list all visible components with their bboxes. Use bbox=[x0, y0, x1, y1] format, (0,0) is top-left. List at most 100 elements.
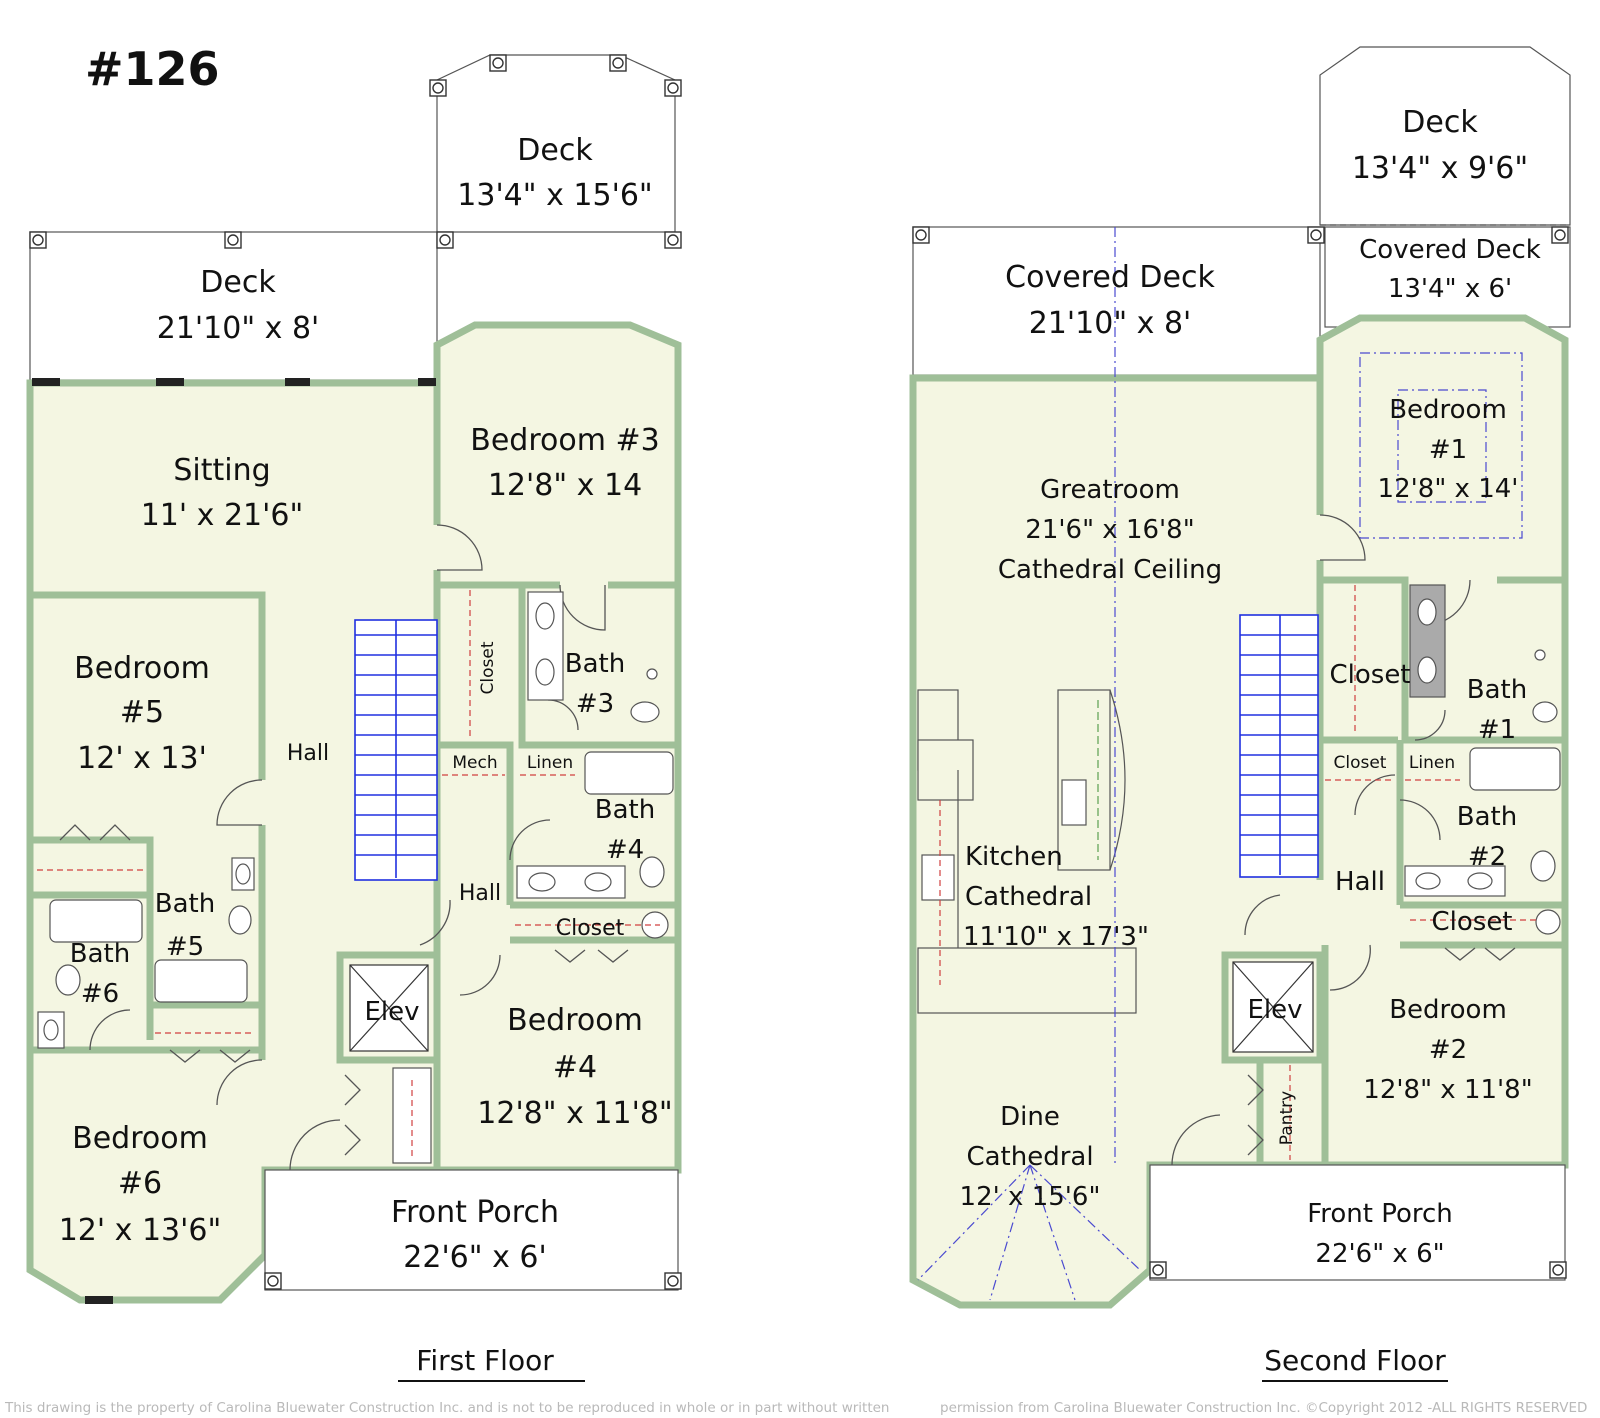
sf-kitchen-size: 11'10" x 17'3" bbox=[963, 922, 1149, 952]
ff-sitting-name: Sitting bbox=[173, 453, 270, 488]
second-floor-stairs bbox=[1239, 614, 1319, 878]
sf-linen: Linen bbox=[1409, 753, 1455, 773]
first-floor-lower-deck-outline bbox=[29, 231, 438, 381]
first-floor-stairs bbox=[354, 619, 438, 881]
second-floor-dine-bay-lines bbox=[917, 227, 1141, 1301]
ff-bedroom4-num: #4 bbox=[553, 1050, 597, 1085]
sf-kitchen-name: Kitchen bbox=[965, 842, 1063, 872]
second-floor-kitchen-counters bbox=[917, 689, 1137, 1014]
first-floor-label: First Floor bbox=[416, 1344, 554, 1377]
second-floor-covered-deck-small-outline bbox=[1324, 226, 1571, 328]
ff-deck-lower-size: 21'10" x 8' bbox=[157, 311, 320, 346]
ff-front-porch-size: 22'6" x 6' bbox=[403, 1240, 546, 1275]
second-floor-fixtures bbox=[1404, 584, 1561, 935]
sf-closet-upper: Closet bbox=[1329, 660, 1410, 690]
second-floor-dashed-lines bbox=[939, 585, 1540, 1160]
ff-bath5-name: Bath bbox=[155, 889, 215, 919]
sf-front-porch-name: Front Porch bbox=[1307, 1199, 1453, 1229]
first-floor-windows bbox=[32, 378, 436, 1304]
sf-greatroom-note: Cathedral Ceiling bbox=[998, 555, 1222, 585]
ff-bedroom6-size: 12' x 13'6" bbox=[59, 1213, 222, 1248]
sf-dine-name: Dine bbox=[1000, 1102, 1060, 1132]
sf-dine-note: Cathedral bbox=[966, 1142, 1093, 1172]
ff-deck-upper-name: Deck bbox=[517, 133, 593, 168]
ff-hall-main: Hall bbox=[287, 741, 329, 766]
sf-covered-deck-large-size: 21'10" x 8' bbox=[1029, 306, 1192, 341]
ff-elev: Elev bbox=[364, 997, 419, 1027]
first-floor-fixtures bbox=[37, 591, 674, 1164]
sf-hall: Hall bbox=[1335, 867, 1385, 897]
first-floor-closet-doors bbox=[59, 824, 629, 1156]
ff-bath3-name: Bath bbox=[565, 649, 625, 679]
sf-covered-deck-small-size: 13'4" x 6' bbox=[1388, 274, 1512, 304]
sf-bedroom2-size: 12'8" x 11'8" bbox=[1363, 1075, 1532, 1105]
ff-bath6-name: Bath bbox=[70, 939, 130, 969]
first-floor-door-swings bbox=[89, 524, 606, 1171]
bedroom1-tray-outer bbox=[1359, 352, 1523, 539]
ff-bedroom3-name: Bedroom #3 bbox=[470, 423, 659, 458]
ff-bedroom5-size: 12' x 13' bbox=[77, 741, 207, 776]
ff-bath3-num: #3 bbox=[576, 689, 614, 719]
sf-greatroom-size: 21'6" x 16'8" bbox=[1025, 515, 1194, 545]
sf-greatroom-name: Greatroom bbox=[1040, 475, 1180, 505]
ff-deck-upper-size: 13'4" x 15'6" bbox=[457, 178, 652, 213]
first-floor-front-porch-outline bbox=[264, 1169, 679, 1291]
ff-bath4-num: #4 bbox=[606, 835, 644, 865]
ff-front-porch-name: Front Porch bbox=[391, 1195, 559, 1230]
copyright-right: permission from Carolina Bluewater Const… bbox=[940, 1400, 1587, 1416]
ff-linen: Linen bbox=[527, 753, 573, 773]
sf-bath1-name: Bath bbox=[1467, 675, 1527, 705]
sf-pantry: Pantry bbox=[1277, 1091, 1297, 1145]
ff-hall-small: Hall bbox=[459, 881, 501, 906]
second-floor-front-porch-outline bbox=[1149, 1164, 1566, 1281]
ff-bedroom5-num: #5 bbox=[120, 695, 164, 730]
ff-bedroom5-name: Bedroom bbox=[74, 651, 210, 686]
sf-front-porch-size: 22'6" x 6" bbox=[1315, 1239, 1444, 1269]
second-floor-label: Second Floor bbox=[1264, 1344, 1446, 1377]
ff-bedroom6-num: #6 bbox=[118, 1166, 162, 1201]
second-floor-closet-doors bbox=[1247, 947, 1516, 1156]
ff-mech: Mech bbox=[452, 753, 497, 773]
second-floor-deck-outline bbox=[1319, 46, 1571, 226]
second-floor-plan: Deck 13'4" x 9'6" Covered Deck 13'4" x 6… bbox=[909, 46, 1571, 1382]
sf-bedroom2-num: #2 bbox=[1429, 1035, 1467, 1065]
sf-closet-small: Closet bbox=[1334, 753, 1387, 773]
bedroom1-tray-inner bbox=[1397, 389, 1487, 503]
ff-closet-vertical: Closet bbox=[478, 641, 498, 694]
second-floor-interior bbox=[913, 318, 1565, 1305]
sf-bath2-name: Bath bbox=[1457, 802, 1517, 832]
sf-bedroom2-name: Bedroom bbox=[1389, 995, 1507, 1025]
ff-deck-lower-name: Deck bbox=[200, 265, 276, 300]
ff-bedroom4-name: Bedroom bbox=[507, 1003, 643, 1038]
sf-closet-lower: Closet bbox=[1431, 907, 1512, 937]
ff-bath6-num: #6 bbox=[81, 979, 119, 1009]
sf-elev: Elev bbox=[1247, 995, 1302, 1025]
sf-dine-size: 12' x 15'6" bbox=[960, 1182, 1101, 1212]
sf-kitchen-note: Cathedral bbox=[965, 882, 1092, 912]
second-floor-interior-walls bbox=[1221, 378, 1565, 1165]
ff-bath5-num: #5 bbox=[166, 932, 204, 962]
sf-bath1-num: #1 bbox=[1478, 715, 1516, 745]
ff-sitting-size: 11' x 21'6" bbox=[141, 498, 304, 533]
copyright-left: This drawing is the property of Carolina… bbox=[4, 1400, 889, 1416]
sf-bedroom1-size: 12'8" x 14' bbox=[1378, 474, 1519, 504]
sf-bath2-num: #2 bbox=[1468, 842, 1506, 872]
ff-bath4-name: Bath bbox=[595, 795, 655, 825]
sf-bedroom1-name: Bedroom bbox=[1389, 395, 1507, 425]
first-floor-dashed-lines bbox=[37, 590, 660, 1160]
ff-bedroom6-name: Bedroom bbox=[72, 1121, 208, 1156]
second-floor-deck-posts bbox=[912, 226, 1569, 244]
plan-number: #126 bbox=[85, 42, 220, 96]
first-floor-elevator-shaft bbox=[349, 964, 429, 1052]
ff-bedroom4-size: 12'8" x 11'8" bbox=[477, 1096, 672, 1131]
second-floor-elevator-shaft bbox=[1232, 961, 1314, 1053]
first-floor-deck-posts bbox=[29, 54, 682, 249]
ff-bedroom3-size: 12'8" x 14 bbox=[488, 468, 642, 503]
ff-closet-lower: Closet bbox=[556, 916, 625, 941]
sf-covered-deck-large-name: Covered Deck bbox=[1005, 260, 1215, 295]
sf-covered-deck-small-name: Covered Deck bbox=[1359, 235, 1541, 265]
first-floor-plan: Deck 13'4" x 15'6" Deck 21'10" x 8' Sitt… bbox=[26, 54, 682, 1382]
second-floor-covered-deck-large-outline bbox=[912, 226, 1321, 376]
sf-deck-size: 13'4" x 9'6" bbox=[1352, 151, 1528, 186]
